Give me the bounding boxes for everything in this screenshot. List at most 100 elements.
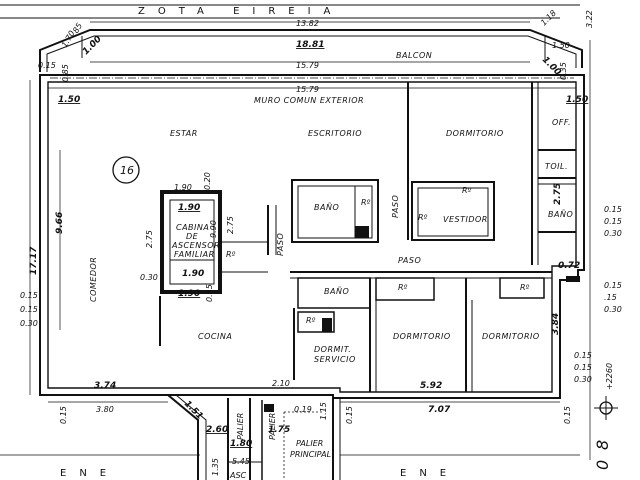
dim-13-82: 13.82	[296, 19, 319, 28]
dim-1-90-c: 1.90	[182, 269, 204, 279]
lower-landing	[167, 394, 341, 480]
dim-1-00: 1.00	[81, 34, 104, 57]
bottom-street-strip: ENE ENE	[0, 454, 580, 479]
room-escritorio: ESCRITORIO	[308, 129, 362, 138]
apartment-number-circle	[112, 156, 140, 184]
dim-0: 0	[593, 460, 612, 470]
dim-1-50-b: 1.50	[552, 41, 570, 50]
dim-15-79-b: 15.79	[296, 85, 319, 94]
dim-right-0-30: 0.30	[604, 229, 622, 238]
label-asc: ASC	[229, 471, 247, 480]
dim-2-75-b: 2.75	[226, 216, 235, 234]
dim-0-20: 0.20	[203, 172, 212, 190]
room-balcon: BALCON	[396, 51, 432, 60]
label-palier-1: PALIER	[236, 413, 245, 440]
dim-2-75-a: 2.75	[145, 230, 154, 248]
dim-1-90-a: 1.90	[174, 183, 192, 192]
dim-9-66: 9.66	[55, 212, 65, 234]
dim-0-15-b: 0.15	[205, 284, 214, 302]
room-bano-center: BAÑO	[314, 202, 339, 212]
dim-2260: +2260	[605, 363, 614, 390]
dim-1-75: 1.75	[268, 425, 290, 435]
dormit-servicio-line-2: SERVICIO	[314, 355, 356, 364]
rt-label: Rº	[226, 250, 236, 259]
room-off: OFF.	[552, 118, 571, 127]
dim-1-80: 1.80	[230, 439, 252, 449]
dim-2-60: 2.60	[206, 425, 228, 435]
dim-1-90-b: 1.90	[178, 203, 200, 213]
cabina-line-2: DE	[186, 232, 199, 241]
dim-0-15-a: 0.15	[38, 61, 56, 70]
dim-left-0-15-2: 0.15	[20, 305, 38, 314]
dim-3-80: 3.80	[96, 405, 114, 414]
dim-3-84: 3.84	[551, 313, 561, 335]
room-bano-right: BAÑO	[548, 209, 573, 219]
dim-3-74: 3.74	[94, 381, 116, 391]
rt-labels: Rº Rº Rº Rº Rº Rº Rº	[226, 186, 530, 325]
dim-right-0-30-c: 0.30	[574, 375, 592, 384]
room-bano-lower: BAÑO	[324, 286, 349, 296]
room-dormitorio-right: DORMITORIO	[482, 332, 540, 341]
dim-1-15: 1.15	[319, 402, 328, 420]
dim-1-50-a: 1.50	[58, 95, 80, 105]
rt-label: Rº	[520, 283, 530, 292]
rt-label: Rº	[398, 283, 408, 292]
dim-bottom-0-15-c: 0.15	[345, 406, 354, 424]
apartment-number: 16	[120, 164, 134, 177]
street-name-top: ZOTA EIREIA	[138, 6, 343, 17]
shaft-1	[355, 226, 369, 238]
dimension-lines	[29, 21, 591, 460]
dim-right-0-15-5: 0.15	[574, 351, 592, 360]
dim-0-30-a: 0.30	[140, 273, 158, 282]
dim-8: 8	[593, 440, 612, 450]
dim-bottom-0-15-l: 0.15	[59, 406, 68, 424]
interior-walls	[159, 82, 580, 392]
dim-right-0-15-2: 0.15	[604, 217, 622, 226]
outer-walls	[39, 29, 585, 399]
room-toil: TOIL.	[545, 162, 568, 171]
dim-1-35: 1.35	[211, 458, 220, 476]
dim-17-17: 17.17	[29, 246, 39, 275]
cabina-line-1: CABINA	[176, 223, 209, 232]
street-name-bottom-right: ENE	[400, 468, 459, 479]
top-street-strip: ZOTA EIREIA	[0, 4, 580, 19]
shaft-2	[322, 318, 332, 332]
dim-15-79: 15.79	[296, 61, 319, 70]
dim-1-90-d: 1.90	[178, 289, 200, 299]
dim-right-0-15-1: 0.15	[604, 205, 622, 214]
palier-principal-line-2: PRINCIPAL	[290, 450, 331, 459]
dim-right-0-15-3: 0.15	[604, 281, 622, 290]
room-dormitorio-mid: DORMITORIO	[393, 332, 451, 341]
room-labels: BALCON MURO COMUN EXTERIOR ESTAR ESCRITO…	[89, 51, 573, 480]
dim-right-0-15-6: 0.15	[574, 363, 592, 372]
shaft-3	[566, 276, 580, 282]
room-paso-1: PASO	[276, 233, 285, 256]
label-palier-2: PALIER	[268, 413, 277, 440]
cabina-line-3: ASCENSOR	[171, 241, 220, 250]
rt-label: Rº	[306, 316, 316, 325]
dim-7-07: 7.07	[428, 405, 451, 415]
room-paso-3: PASO	[398, 256, 421, 265]
dim-1-50-c: 1.50	[566, 95, 588, 105]
cabina-line-4: FAMILIAR	[174, 250, 215, 259]
dormit-servicio-line-1: DORMIT.	[314, 345, 351, 354]
dim-3-22: 3.22	[585, 10, 594, 28]
dim-0-72: 0.72	[558, 261, 580, 271]
dim-5-45: 5.45	[232, 457, 250, 466]
dim-5-92: 5.92	[420, 381, 442, 391]
column-block	[264, 404, 274, 412]
room-cocina: COCINA	[198, 332, 232, 341]
dim-bottom-0-15-r: 0.15	[563, 406, 572, 424]
dim-0-19: 0.19	[294, 405, 312, 414]
label-muro: MURO COMUN EXTERIOR	[254, 96, 364, 105]
dim-85: .85	[70, 21, 84, 37]
street-name-bottom-left: ENE	[60, 468, 119, 479]
dim-0-85: 0.85	[61, 64, 70, 82]
room-vestidor: VESTIDOR	[443, 215, 488, 224]
palier-principal-line-1: PALIER	[296, 439, 323, 448]
rt-label: Rº	[462, 186, 472, 195]
compass-icon	[594, 396, 618, 420]
dim-2-75-c: 2.75	[553, 183, 563, 205]
dim-0-35: 0.35	[559, 62, 568, 80]
